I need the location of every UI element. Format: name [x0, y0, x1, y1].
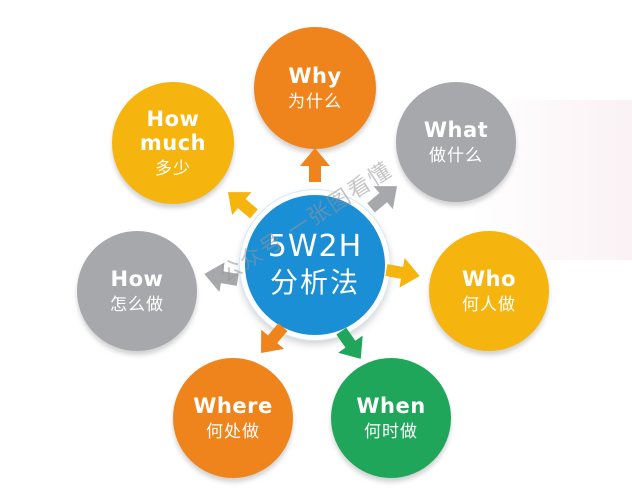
- node-who-zh: 何人做: [462, 294, 516, 315]
- node-how-much: How much 多少: [112, 82, 234, 204]
- node-how-much-en2: much: [139, 130, 207, 155]
- node-where: Where 何处做: [173, 358, 293, 478]
- arrow-to-how-much: [218, 181, 263, 226]
- center-title-zh: 分析法: [269, 266, 360, 299]
- node-when: When 何时做: [331, 358, 451, 478]
- arrow-to-when: [329, 322, 373, 367]
- node-how: How 怎么做: [77, 231, 197, 351]
- node-how-en: How: [110, 266, 164, 291]
- node-where-en: Where: [193, 393, 273, 418]
- arrow-to-why: [300, 148, 330, 182]
- node-when-zh: 何时做: [364, 421, 418, 442]
- node-what-en: What: [423, 117, 489, 142]
- node-who: Who 何人做: [429, 231, 549, 351]
- node-who-en: Who: [461, 266, 517, 291]
- node-what: What 做什么: [396, 82, 516, 202]
- arrow-to-where: [250, 317, 295, 362]
- node-why: Why 为什么: [254, 27, 376, 149]
- center-title-en: 5W2H: [267, 229, 363, 264]
- node-what-zh: 做什么: [429, 145, 483, 166]
- arrow-to-how: [202, 259, 241, 294]
- center-node: 5W2H 分析法: [240, 190, 390, 340]
- node-how-much-en1: How: [146, 106, 200, 131]
- arrow-to-what: [361, 175, 406, 220]
- node-why-en: Why: [288, 63, 342, 88]
- node-how-zh: 怎么做: [110, 294, 164, 315]
- node-how-much-zh: 多少: [155, 158, 191, 179]
- node-when-en: When: [356, 393, 426, 418]
- arrow-to-who: [384, 255, 423, 290]
- node-why-zh: 为什么: [288, 91, 342, 112]
- node-where-zh: 何处做: [206, 421, 260, 442]
